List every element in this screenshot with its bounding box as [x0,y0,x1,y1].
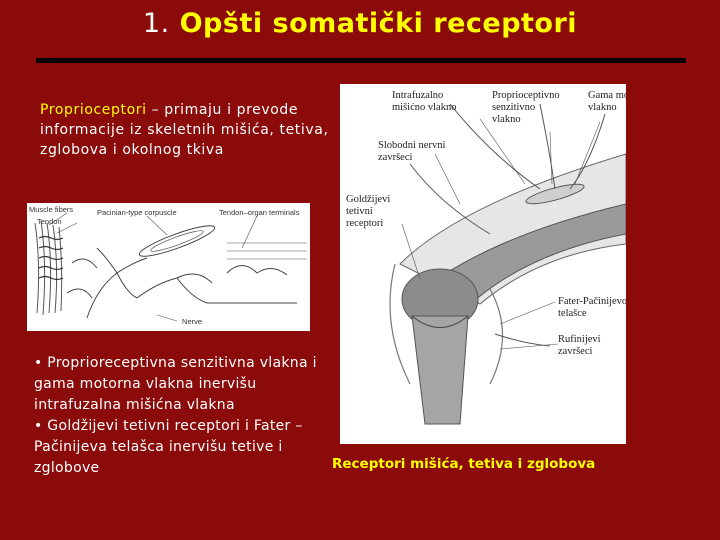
label-goldzijevi-1: Goldžijevi [346,194,390,205]
label-gama-2: vlakno [588,102,617,113]
label-slobodni-1: Slobodni nervni [378,140,445,151]
label-goldzijevi-2: tetivni [346,206,373,217]
bullet-list: • Proprioreceptivna senzitivna vlakna i … [34,353,334,479]
label-muscle-fibers: Muscle fibers [29,205,73,214]
label-gama-1: Gama motorno [588,90,626,101]
label-pacinian: Pacinian-type corpuscle [97,208,177,217]
label-rufinijevi-2: završeci [558,346,592,357]
label-intrafuzalno-2: mišićno vlakno [392,102,456,113]
label-tendon-organ: Tendon–organ terminals [219,208,300,217]
label-fater-2: telašce [558,308,587,319]
intro-definition: – primaju i prevode informacije iz skele… [40,102,329,158]
intro-term: Proprioceptori [40,102,147,118]
bullet-item-2: • Goldžijevi tetivni receptori i Fater –… [34,418,303,476]
label-nerve: Nerve [182,317,202,326]
label-rufinijevi-1: Rufinijevi [558,334,601,345]
title-number: 1. [142,8,170,39]
label-intrafuzalno-1: Intrafuzalno [392,90,443,101]
label-tendon: Tendon [37,217,62,226]
intro-text: Proprioceptori – primaju i prevode infor… [40,100,330,160]
page-title: 1. Opšti somatički receptori [0,8,720,39]
label-proprio-1: Proprioceptivno [492,90,560,101]
joint-receptors-drawing: Intrafuzalno mišićno vlakno Propriocepti… [346,90,626,425]
receptor-schematic-drawing: Muscle fibers Tendon Pacinian-type corpu… [29,205,307,326]
label-proprio-3: vlakno [492,114,521,125]
label-slobodni-2: završeci [378,152,412,163]
label-goldzijevi-3: receptori [346,218,383,229]
receptor-schematic-figure: Muscle fibers Tendon Pacinian-type corpu… [27,203,310,331]
label-fater-1: Fater-Pačinijevo [558,296,626,307]
figure-caption: Receptori mišića, tetiva i zglobova [332,456,596,472]
label-proprio-2: senzitivno [492,102,535,113]
title-text: Opšti somatički receptori [179,8,578,39]
bullet-item-1: • Proprioreceptivna senzitivna vlakna i … [34,355,317,413]
joint-receptors-figure: Intrafuzalno mišićno vlakno Propriocepti… [340,84,626,444]
title-divider [36,58,686,63]
